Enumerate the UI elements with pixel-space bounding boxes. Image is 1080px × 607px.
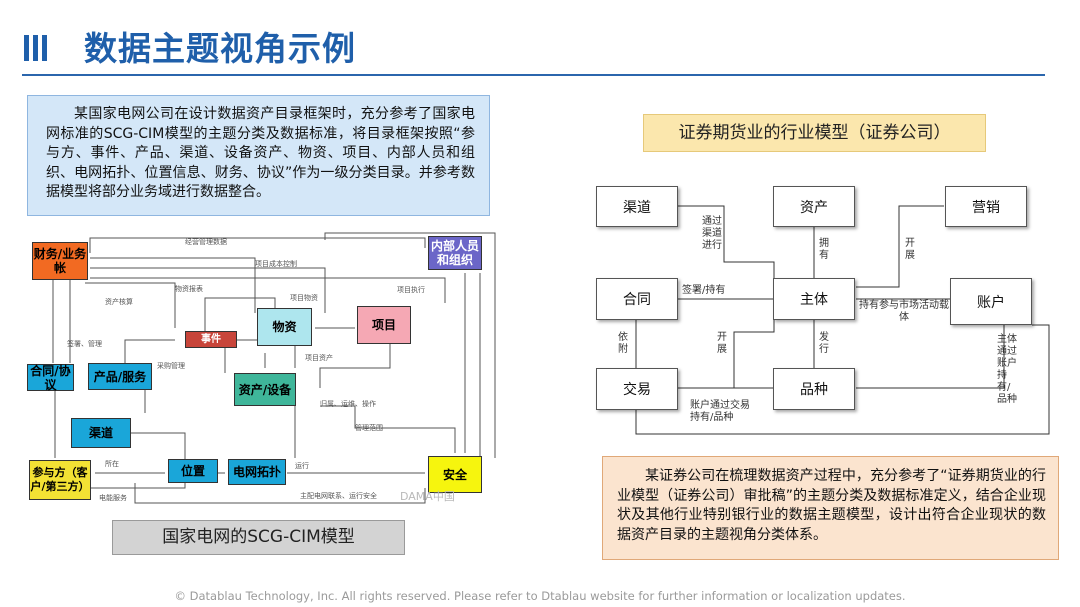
left-description: 某国家电网公司在设计数据资产目录框架时，充分参考了国家电网标准的SCG-CIM模… (27, 95, 490, 216)
box-subject: 主体 (773, 278, 855, 320)
label-develop-mid: 开展 (717, 332, 727, 355)
node-safety: 安全 (428, 456, 482, 493)
securities-connectors (635, 205, 1050, 435)
scg-cim-connectors (52, 232, 496, 504)
securities-model-diagram: 渠道 资产 营销 合同 主体 账户 交易 品种 通过渠道进行 拥有 开展 签署/… (594, 182, 1054, 437)
node-material: 物资 (257, 308, 312, 346)
node-grid-topology: 电网拓扑 (228, 459, 286, 485)
left-caption: 国家电网的SCG-CIM模型 (112, 520, 405, 555)
footer-copyright: © Datablau Technology, Inc. All rights r… (174, 589, 906, 603)
node-party: 参与方（客户/第三方） (29, 460, 91, 500)
label-develop-top: 开展 (905, 238, 915, 261)
box-marketing: 营销 (945, 186, 1027, 227)
box-account: 账户 (950, 278, 1032, 325)
node-project: 项目 (357, 306, 411, 344)
page-title: 数据主题视角示例 (84, 29, 356, 68)
watermark-text: DAMA中国 (400, 490, 455, 503)
node-internal-staff: 内部人员和组织 (428, 236, 482, 270)
title-bar-icon (24, 35, 29, 61)
title-bar-icon (42, 35, 47, 61)
label-depend: 依附 (618, 332, 628, 355)
node-event: 事件 (185, 331, 237, 348)
node-channel: 渠道 (71, 418, 131, 448)
box-trade: 交易 (596, 368, 678, 410)
label-own: 拥有 (819, 238, 829, 261)
title-bar-icon (33, 35, 38, 61)
right-caption: 证券期货业的行业模型（证券公司） (643, 114, 986, 152)
label-sign-hold: 签署/持有 (682, 285, 726, 296)
title-divider (22, 74, 1045, 76)
box-channel: 渠道 (596, 186, 678, 227)
node-finance: 财务/业务帐 (32, 242, 88, 280)
box-variety: 品种 (773, 368, 855, 410)
node-asset: 资产/设备 (234, 373, 296, 406)
label-via-channel: 通过渠道进行 (702, 216, 722, 251)
label-hold-participate: 持有参与市场活动载体 (859, 300, 949, 323)
label-subject-via-account: 主体通过账户持有/品种 (997, 334, 1017, 405)
right-description: 某证券公司在梳理数据资产过程中，充分参考了“证券期货业的行业模型（证券公司）审批… (602, 456, 1059, 560)
box-asset: 资产 (773, 186, 855, 227)
node-location: 位置 (168, 459, 218, 483)
label-issue: 发行 (819, 332, 829, 355)
scg-cim-diagram: 经营管理数据 项目成本控制 物资报表 资产核算 项目物资 项目执行 签署、管理 … (25, 228, 498, 513)
label-account-trade: 账户通过交易持有/品种 (690, 400, 750, 423)
box-contract: 合同 (596, 278, 678, 320)
node-contract: 合同/协议 (27, 364, 74, 392)
node-product: 产品/服务 (88, 363, 152, 390)
